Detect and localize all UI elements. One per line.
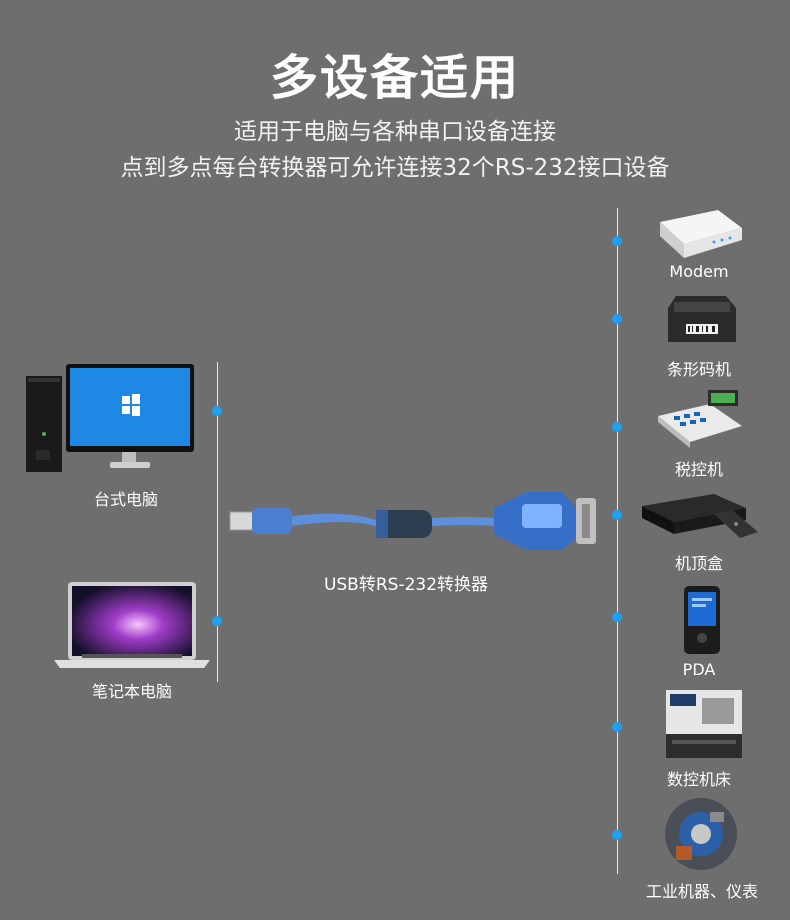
subtitle-line-1: 适用于电脑与各种串口设备连接 [234, 119, 556, 145]
usb-rs232-converter-icon [229, 492, 596, 550]
subtitle-line-2: 点到多点每台转换器可允许连接32个RS-232接口设备 [120, 155, 670, 181]
converter-label: USB转RS-232转换器 [323, 575, 489, 595]
left-dot-desktop [212, 406, 222, 416]
tax-control-machine-icon [658, 390, 742, 448]
right-dot-cnc [612, 722, 622, 732]
set-top-box-label: 机顶盒 [674, 554, 723, 573]
page-title: 多设备适用 [269, 50, 520, 106]
barcode-printer-icon [668, 296, 736, 342]
desktop-computer-icon [26, 364, 194, 472]
industrial-machine-icon [665, 798, 737, 870]
cnc-machine-label: 数控机床 [666, 770, 731, 789]
right-dot-barcode [612, 314, 622, 324]
pda-label: PDA [682, 660, 716, 679]
set-top-box-icon [642, 494, 758, 538]
right-dot-pda [612, 612, 622, 622]
tax-control-machine-label: 税控机 [674, 460, 723, 479]
cnc-machine-icon [666, 690, 742, 758]
barcode-printer-label: 条形码机 [666, 360, 731, 379]
laptop-label: 笔记本电脑 [91, 682, 172, 701]
modem-label: Modem [669, 262, 729, 281]
left-connector-line [217, 362, 218, 682]
modem-icon [660, 210, 742, 258]
right-dot-industrial [612, 830, 622, 840]
right-connector-line [617, 208, 618, 874]
right-dot-tax [612, 422, 622, 432]
right-dot-modem [612, 236, 622, 246]
pda-icon [684, 586, 720, 654]
left-dot-laptop [212, 616, 222, 626]
desktop-label: 台式电脑 [93, 490, 158, 509]
laptop-icon [54, 582, 210, 668]
industrial-machine-label: 工业机器、仪表 [645, 882, 758, 901]
right-dot-settop [612, 510, 622, 520]
